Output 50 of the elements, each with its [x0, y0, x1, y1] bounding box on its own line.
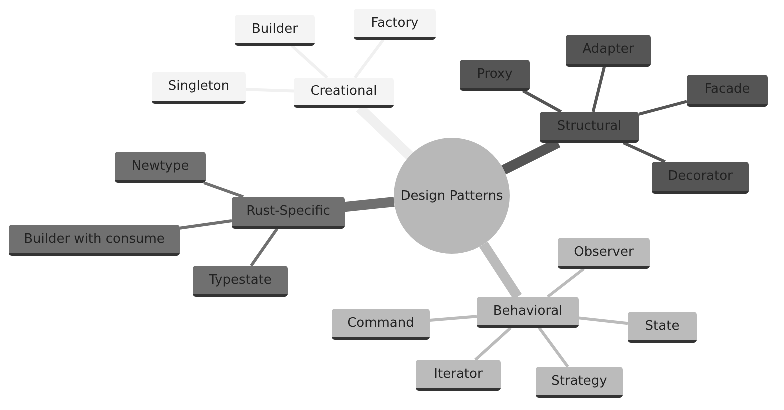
topic-box: [9, 225, 180, 256]
connector-line: [474, 326, 512, 362]
connector-line: [180, 220, 232, 230]
branch-box: [294, 78, 394, 108]
topic-box: [628, 312, 697, 343]
connector-line: [291, 44, 328, 80]
node-label: Builder: [252, 22, 298, 36]
connector-line: [250, 228, 279, 267]
connector-line: [638, 100, 688, 116]
connector-line: [538, 327, 570, 368]
node-label: Singleton: [168, 79, 230, 94]
connector-line: [578, 316, 628, 326]
connector-line: [344, 197, 395, 212]
node-label: Behavioral: [493, 304, 563, 318]
connector-line: [480, 242, 522, 300]
node-label: Observer: [574, 244, 634, 260]
connector-line: [430, 315, 478, 322]
topic-box: [193, 266, 288, 297]
topic-box: [235, 15, 315, 46]
branch-box: [232, 197, 345, 229]
node-label: Rust-Specific: [246, 204, 330, 219]
topic-box: [652, 162, 749, 194]
topic-box: [460, 60, 530, 91]
node-label: Newtype: [132, 158, 190, 174]
node-label: Typestate: [209, 272, 272, 288]
topic-box: [416, 360, 501, 391]
node-label: Command: [348, 316, 414, 330]
topic-box: [687, 75, 768, 107]
node-label: Factory: [371, 16, 419, 30]
topic-box: [536, 367, 623, 398]
branch-box: [477, 297, 579, 328]
node-label: State: [645, 318, 680, 334]
node-label: Design Patterns: [400, 188, 504, 204]
connector-line: [354, 39, 385, 79]
topic-box: [354, 9, 436, 40]
topic-box: [566, 35, 651, 67]
topic-box: [152, 72, 246, 104]
node-label: Strategy: [552, 374, 608, 388]
connector-line: [547, 268, 585, 298]
topic-box: [115, 152, 206, 183]
branch-box: [540, 112, 639, 143]
node-label: Creational: [310, 84, 378, 99]
connector-line: [622, 142, 666, 164]
connector-line: [204, 182, 244, 198]
connector-line: [522, 90, 562, 114]
connector-line: [592, 66, 606, 112]
node-label: Builder with consume: [24, 232, 165, 246]
topic-box: [332, 309, 430, 340]
topic-box: [558, 238, 650, 269]
node-label: Iterator: [434, 366, 483, 382]
